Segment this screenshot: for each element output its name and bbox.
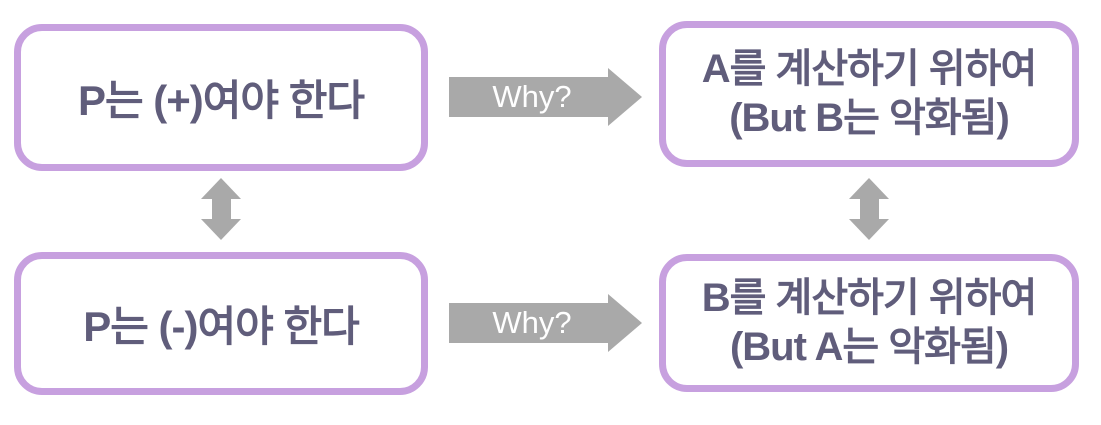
- double-arrow-right-shaft: [859, 199, 879, 219]
- double-arrow-left-down-head: [201, 219, 241, 240]
- box-p-positive: P는 (+)여야 한다: [14, 24, 428, 171]
- why-arrow-bottom-label: Why?: [492, 305, 572, 340]
- why-arrow-bottom-icon: Why?: [449, 294, 642, 352]
- why-arrow-top-label: Why?: [492, 79, 572, 114]
- why-arrow-bottom-head: [608, 294, 642, 352]
- why-arrow-bottom-shaft: [449, 303, 609, 343]
- why-arrow-top-icon: Why?: [449, 68, 642, 126]
- box-reason-b: B를 계산하기 위하여 (But A는 악화됨): [659, 254, 1079, 392]
- box-reason-a-line2: (But B는 악화됨): [729, 96, 1010, 140]
- box-reason-a: A를 계산하기 위하여 (But B는 악화됨): [659, 21, 1079, 167]
- double-arrow-left-icon: [201, 178, 241, 240]
- double-arrow-right-icon: [849, 178, 889, 240]
- double-arrow-left-shaft: [211, 199, 231, 219]
- why-arrow-top-head: [608, 68, 642, 126]
- box-p-negative: P는 (-)여야 한다: [14, 252, 428, 395]
- box-reason-b-line2: (But A는 악화됨): [729, 325, 1009, 369]
- box-reason-a-line1: A를 계산하기 위하여: [701, 47, 1038, 91]
- double-arrow-right-up-head: [849, 178, 889, 199]
- double-arrow-right-down-head: [849, 219, 889, 240]
- box-reason-b-line1: B를 계산하기 위하여: [701, 276, 1038, 320]
- box-p-negative-text: P는 (-)여야 한다: [83, 303, 360, 350]
- box-p-positive-text: P는 (+)여야 한다: [77, 77, 365, 124]
- double-arrow-left-up-head: [201, 178, 241, 199]
- why-arrow-top-shaft: [449, 77, 609, 117]
